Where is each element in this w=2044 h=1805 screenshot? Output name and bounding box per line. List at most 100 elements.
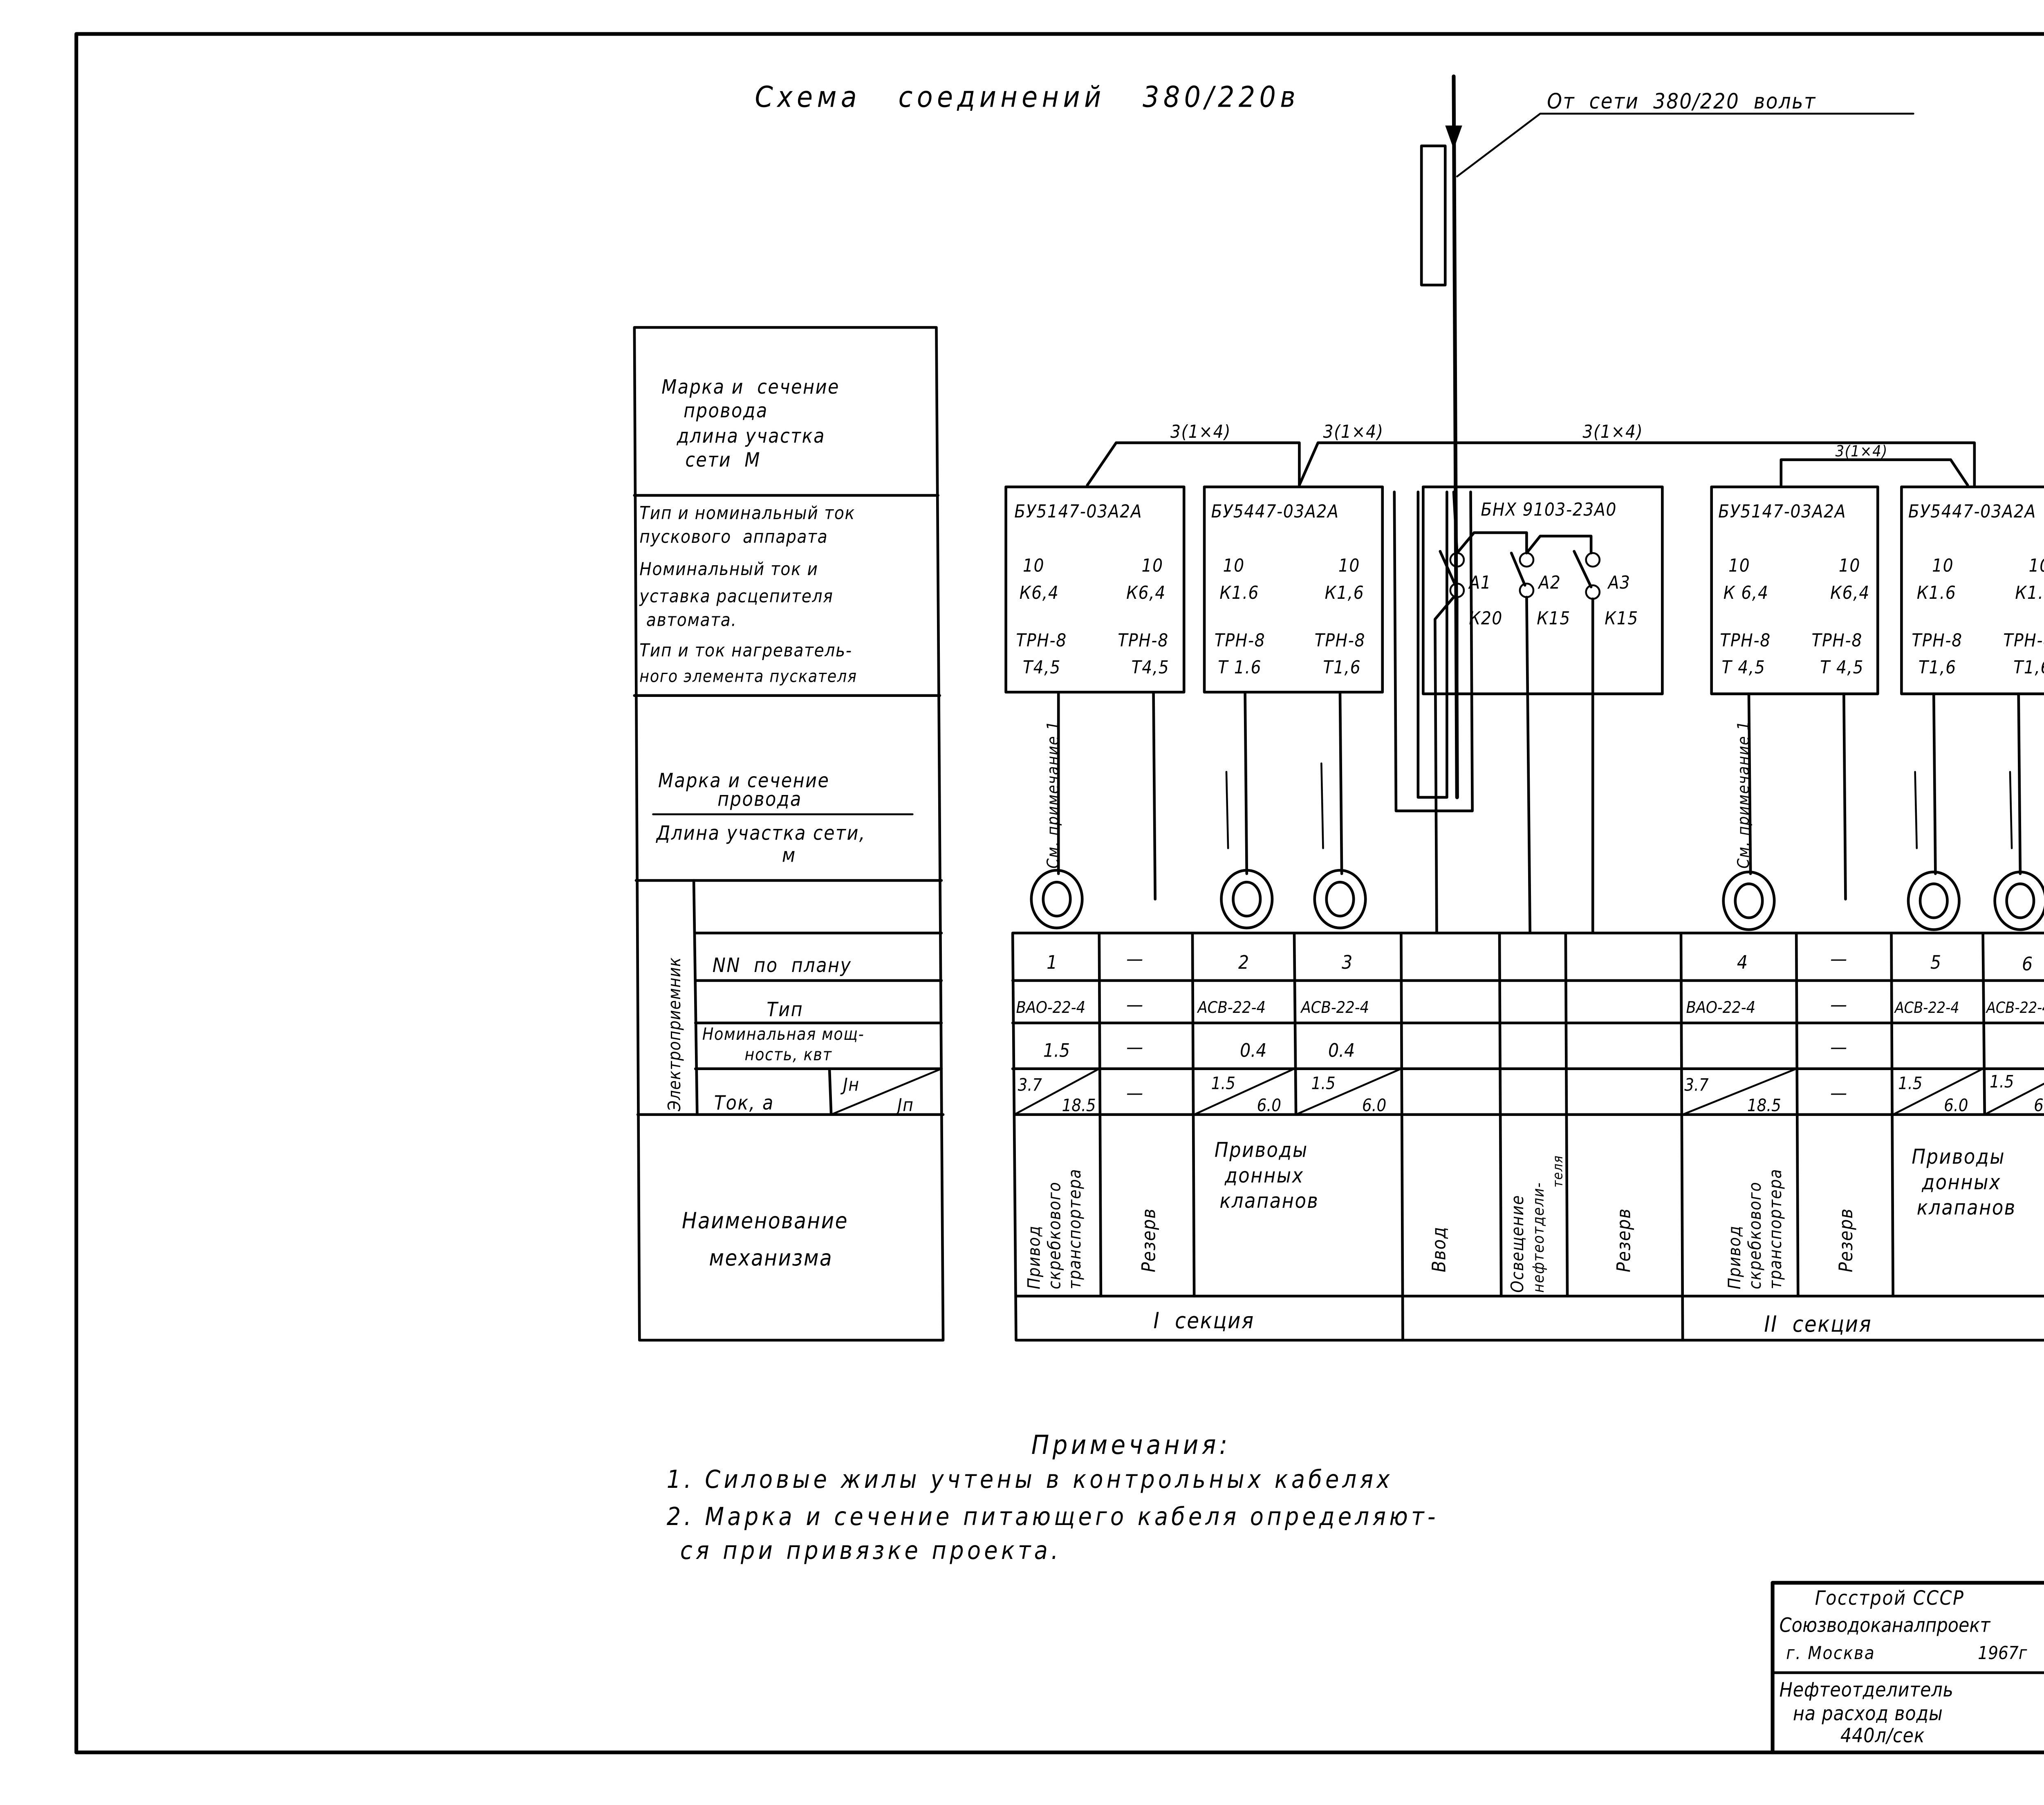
legend-current-in: Jн	[840, 1075, 860, 1095]
cell-ip-10: 6.0	[1944, 1095, 1968, 1115]
device-4-model: БУ5147-03А2А	[1718, 502, 1846, 522]
device-box-1	[1004, 485, 1186, 694]
note-3: ся при привязке проекта.	[680, 1536, 1062, 1565]
cell-type-2: —	[1126, 994, 1143, 1016]
motor-icon	[1313, 869, 1367, 929]
cell-ip-11: 6.0	[2034, 1095, 2044, 1115]
cell-current-dash-1: —	[1126, 1082, 1143, 1104]
tb-object-2: 440л/сек	[1840, 1724, 1925, 1747]
device-4-r1: К6,4	[1830, 583, 1870, 603]
outgoing-lines	[1057, 691, 2022, 901]
device-5-r2: ТРН-8	[2003, 630, 2044, 651]
legend-b1-2: длина участка	[677, 425, 825, 448]
device-1-r0: 10	[1142, 556, 1163, 576]
mech-reserve-mid: Резерв	[1613, 1208, 1635, 1272]
mech-8-line-0: Привод	[1724, 1225, 1744, 1290]
motor-icon	[1220, 869, 1274, 929]
cell-ip-3: 6.0	[1257, 1095, 1281, 1115]
legend-current: Ток, а	[714, 1092, 774, 1114]
tb-object-1: на расход воды	[1793, 1702, 1943, 1725]
device-2-model: БУ5447-03А2А	[1211, 502, 1339, 522]
cell-power-1: 1.5	[1043, 1040, 1070, 1062]
mech-input: Ввод	[1428, 1226, 1450, 1272]
wire-note-1: См. примечание 1	[1044, 721, 1062, 869]
device-4-l0: 10	[1728, 556, 1750, 576]
arrow-down-icon	[1445, 125, 1462, 150]
contact-a2-top	[1519, 552, 1535, 568]
legend-b2-5: Тип и ток нагреватель-	[639, 640, 852, 661]
cell-ip-8: 18.5	[1747, 1095, 1781, 1115]
sheet-frame	[74, 32, 2044, 1754]
note-1: 1. Силовые жилы учтены в контрольных каб…	[667, 1465, 1393, 1494]
wire-note-2: См. примечание 1	[1734, 721, 1753, 869]
device-5-l3: Т1,6	[1918, 658, 1957, 678]
cell-type-10: АСВ-22-4	[1894, 999, 1959, 1017]
device-1-r1: К6,4	[1126, 583, 1166, 603]
breaker-a2-setting: К15	[1537, 608, 1571, 629]
device-5-l1: К1.6	[1917, 583, 1957, 603]
legend-b1-3: сети М	[685, 449, 761, 471]
device-1-l3: Т4,5	[1023, 658, 1061, 678]
device-2-r3: Т1,6	[1323, 658, 1361, 678]
legend-type: Тип	[767, 999, 804, 1021]
legend-mechanism-0: Наименование	[682, 1208, 848, 1234]
motor-icon	[1722, 870, 1776, 931]
cell-in-1: 3.7	[1018, 1075, 1042, 1095]
breaker-a3-name: А3	[1607, 573, 1631, 593]
breaker-a3-setting: К15	[1605, 608, 1638, 629]
cell-power-3: 0.4	[1240, 1040, 1266, 1062]
cell-power-4: 0.4	[1328, 1040, 1355, 1062]
mech-light-0: Освещение	[1507, 1195, 1527, 1293]
breaker-a2-name: А2	[1537, 573, 1561, 593]
device-3-model: БНХ 9103-23А0	[1481, 500, 1617, 520]
cell-type-11: АСВ-22-4	[1986, 999, 2044, 1017]
device-2-l1: К1.6	[1219, 583, 1259, 603]
device-4-r3: Т 4,5	[1820, 658, 1864, 678]
legend-b3-0: Марка и сечение	[658, 770, 830, 792]
cell-no-3: 2	[1238, 952, 1249, 973]
mech-1-line-1: скребкового	[1044, 1182, 1064, 1290]
motor-icon	[1030, 869, 1084, 929]
supply-input	[1420, 74, 1914, 799]
cell-current-dash-9: —	[1830, 1082, 1847, 1104]
breaker-a1-setting: К20	[1469, 608, 1503, 629]
mech-light-2: теля	[1550, 1155, 1566, 1187]
cell-type-4: АСВ-22-4	[1300, 998, 1369, 1017]
legend-power-0: Номинальная мощ-	[702, 1024, 865, 1044]
device-1-r2: ТРН-8	[1118, 630, 1168, 651]
tb-org-0: Госстрой СССР	[1815, 1587, 1965, 1610]
cell-power-2: —	[1126, 1036, 1143, 1058]
legend-b3-2: Длина участка сети,	[656, 822, 866, 844]
device-4-l1: К 6,4	[1724, 583, 1769, 603]
device-5-model: БУ5447-03А2А	[1908, 502, 2036, 522]
mech-2-name: Резерв	[1138, 1208, 1160, 1272]
device-box-2	[1203, 485, 1384, 694]
legend-b2-6: ного элемента пускателя	[639, 666, 857, 686]
device-4-l2: ТРН-8	[1720, 630, 1771, 651]
device-1-model: БУ5147-03А2А	[1014, 502, 1142, 522]
cell-in-4: 1.5	[1311, 1073, 1335, 1093]
motor-symbols	[1030, 869, 2044, 931]
legend-b2-0: Тип и номинальный ток	[639, 503, 855, 524]
mech-valves-1-2: клапанов	[1219, 1189, 1319, 1213]
device-4-l3: Т 4,5	[1722, 658, 1766, 678]
device-5-r1: К1.6	[2015, 583, 2044, 603]
device-4-r0: 10	[1839, 556, 1860, 576]
cell-no-4: 3	[1342, 952, 1352, 973]
notes-heading: Примечания:	[1031, 1430, 1231, 1460]
mech-8-line-2: транспортера	[1765, 1169, 1785, 1289]
feeder-label-3: 3(1×4)	[1582, 422, 1643, 442]
receivers-table	[1011, 932, 2044, 1342]
cell-no-9: —	[1830, 948, 1847, 970]
legend-mechanism-1: механизма	[709, 1245, 833, 1271]
legend-b2-1: пускового аппарата	[639, 527, 828, 547]
motor-icon	[1993, 870, 2044, 931]
tb-object-0: Нефтеотделитель	[1780, 1679, 1954, 1701]
note-2: 2. Марка и сечение питающего кабеля опре…	[667, 1503, 1439, 1531]
motor-icon	[1907, 870, 1961, 931]
device-2-l2: ТРН-8	[1215, 630, 1265, 651]
device-5-l2: ТРН-8	[1912, 630, 1962, 651]
device-2-r2: ТРН-8	[1315, 630, 1365, 651]
device-box-4	[1710, 485, 1879, 695]
cell-no-11: 6	[2022, 953, 2033, 975]
